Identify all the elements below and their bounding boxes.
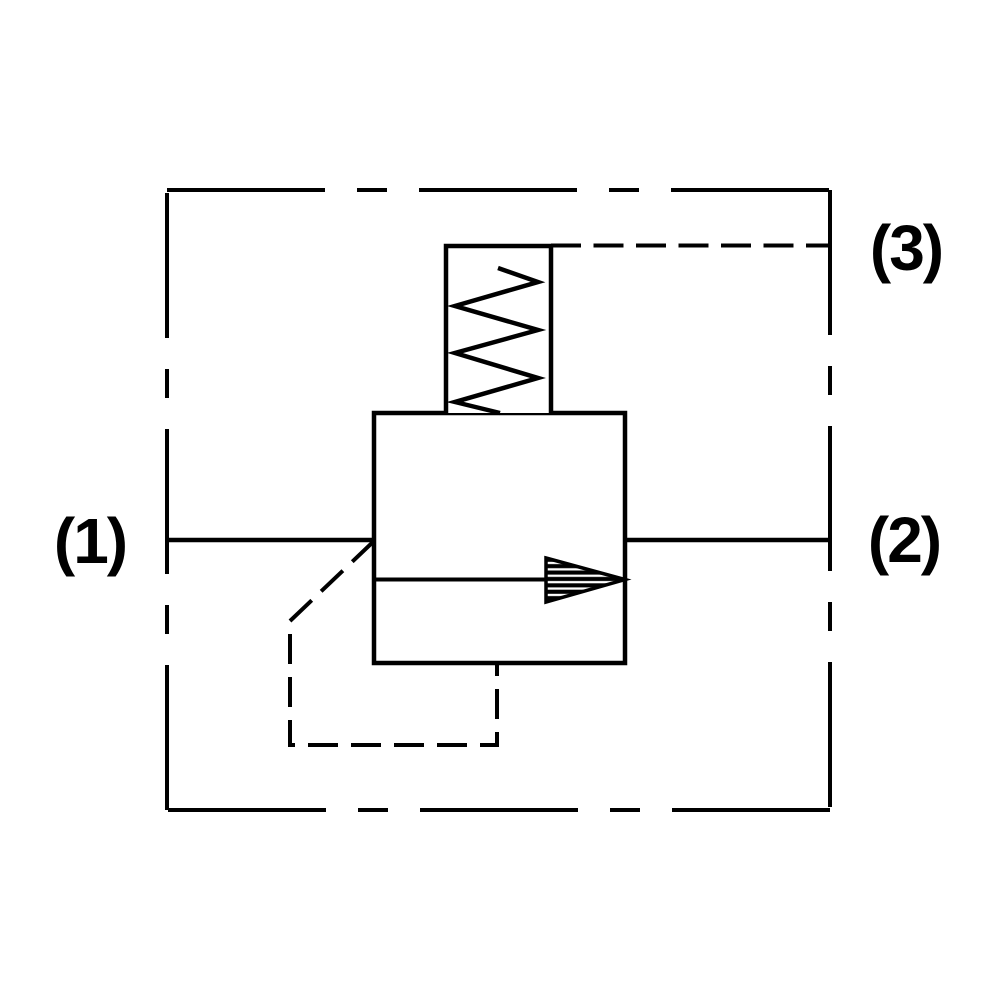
port1-label: (1)	[54, 505, 126, 577]
port3-label: (3)	[870, 212, 942, 284]
pilot-feedback-line	[288, 539, 499, 747]
port2-label: (2)	[868, 504, 940, 576]
flow-arrow-head	[544, 555, 632, 605]
valve-body	[371, 410, 628, 666]
spring-symbol	[446, 265, 547, 416]
enclosure-boundary	[165, 188, 832, 812]
